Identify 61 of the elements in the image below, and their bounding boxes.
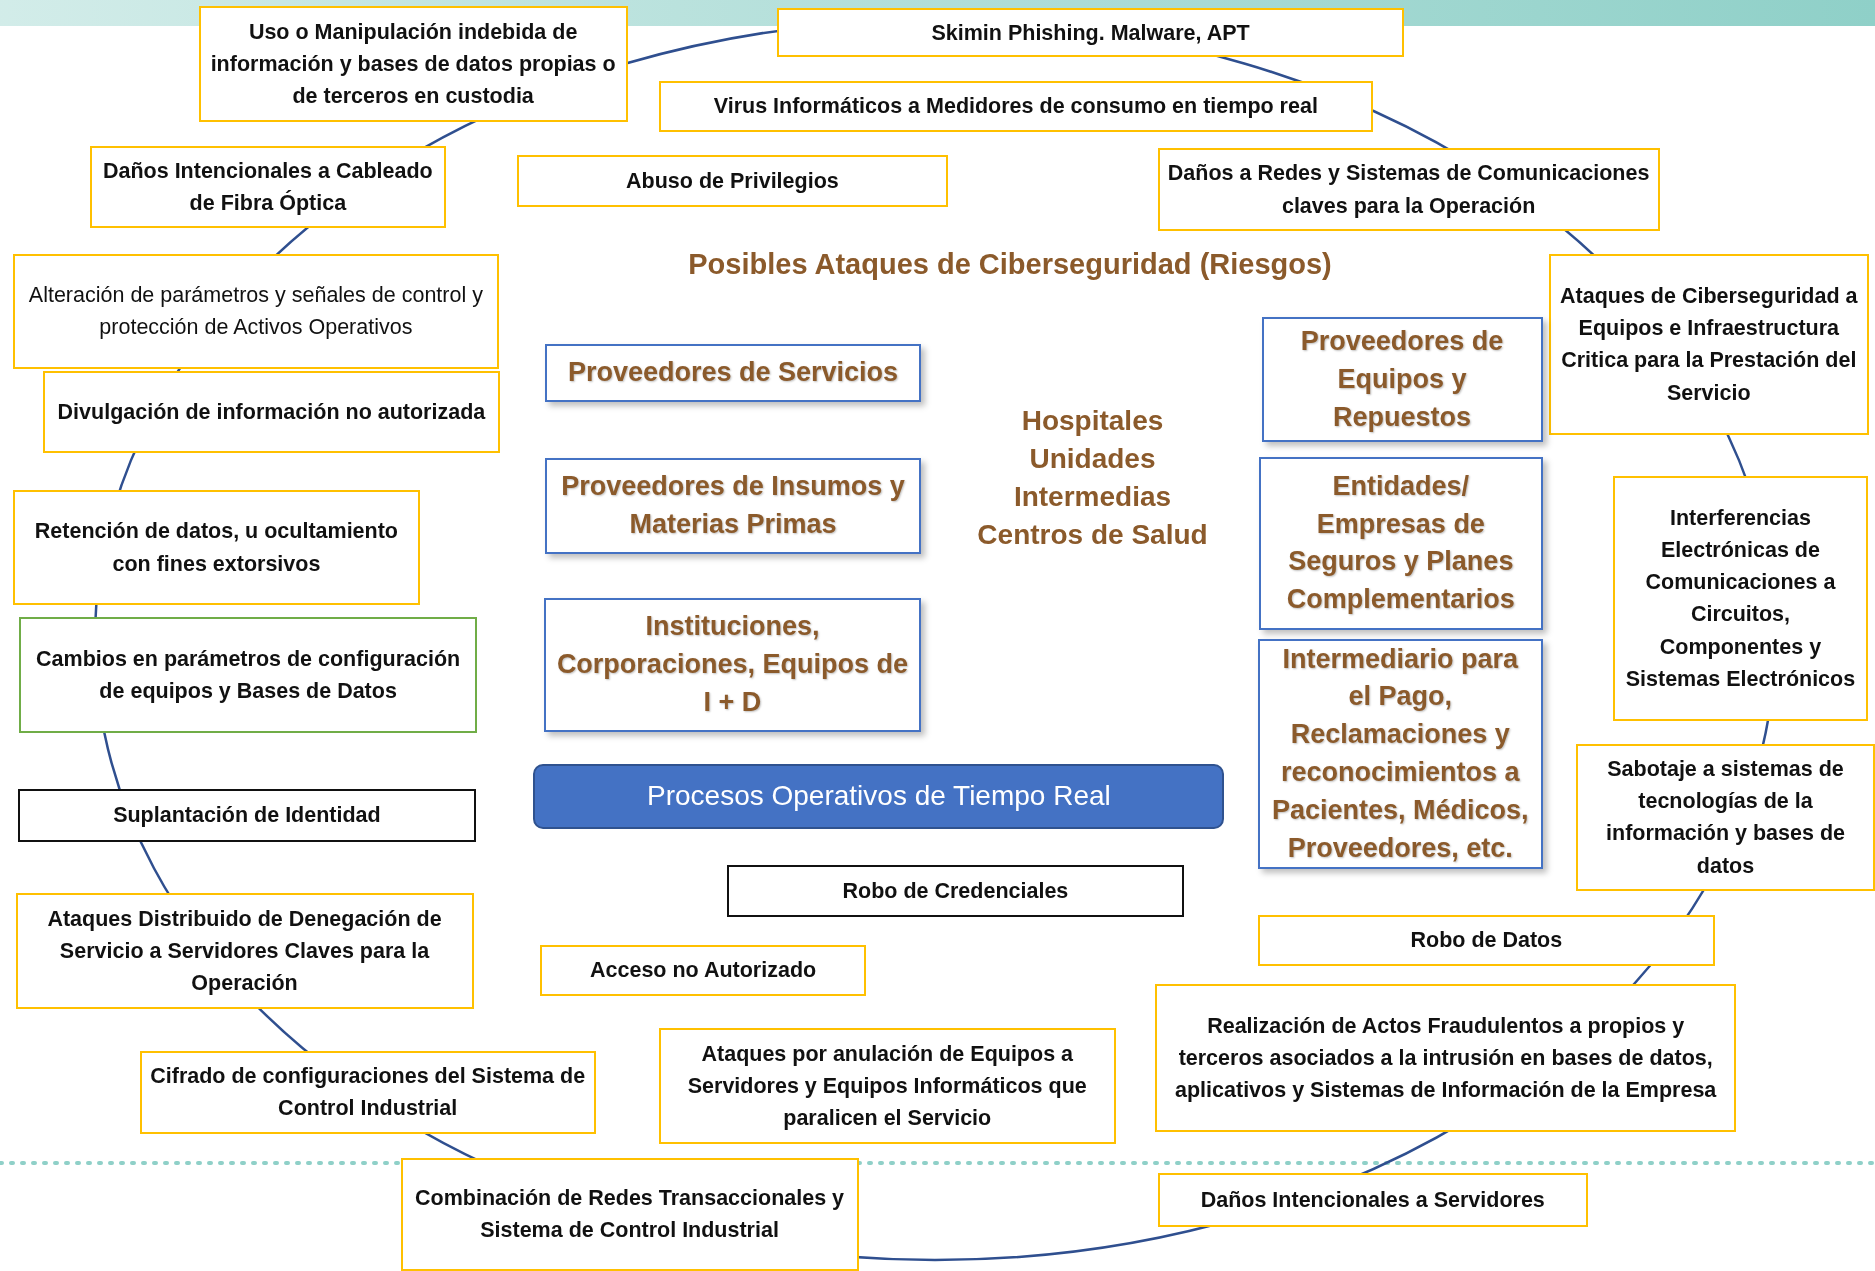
risk-label: Retención de datos, u ocultamiento con fines extorsivos [33, 518, 399, 578]
stakeholder-label: Entidades/ Empresas de Seguros y Planes Complementarios [1285, 469, 1516, 617]
risk-box [15, 893, 474, 1010]
risk-label: Robo de Datos [1410, 927, 1563, 955]
center-label: Hospitales Unidades Intermedias Centros de Salud [976, 404, 1209, 553]
risk-label: Sabotaje a sistemas de tecnologías de la información y bases de datos [1605, 755, 1846, 880]
stakeholder-label: Proveedores de Insumos y Materias Primas [560, 470, 906, 541]
risk-label: Alteración de parámetros y señales de control y protección de Activos Operativos [27, 282, 484, 342]
risk-box [1576, 743, 1875, 891]
stakeholder-label: Instituciones, Corporaciones, Equipos de I + D [555, 610, 909, 719]
risk-label: Skimin Phishing. Malware, APT [931, 19, 1250, 47]
risk-box [43, 370, 500, 454]
risk-label: Acceso no Autorizado [590, 957, 817, 985]
risk-label: Cambios en parámetros de configuración de equipos y Bases de Datos [35, 645, 462, 705]
stakeholder-label: Proveedores de Servicios [567, 356, 899, 390]
risk-box [516, 155, 949, 207]
risk-box [19, 617, 478, 733]
risk-box [777, 8, 1404, 58]
risk-label: Suplantación de Identidad [113, 802, 381, 830]
risk-label: Daños a Redes y Sistemas de Comunicaciones claves para la Operación [1167, 160, 1650, 220]
risk-label: Robo de Credenciales [842, 877, 1069, 905]
stakeholder-box [1261, 316, 1543, 443]
risk-box [1157, 148, 1660, 231]
risk-label: Abuso de Privilegios [626, 168, 839, 195]
risk-box [139, 1051, 596, 1134]
risk-box [658, 1028, 1116, 1145]
stakeholder-box [1259, 456, 1543, 631]
risk-box [1257, 914, 1715, 967]
risk-label: Ataques por anulación de Equipos a Servidores y Equipos Informáticos que paralicen el Servicio [686, 1041, 1088, 1133]
risk-box [1548, 253, 1869, 436]
risk-label: Realización de Actos Fraudulentos a propios y terceros asociados a la intrusión en bases de datos, aplicativos y Sistemas de Información de la Empresa [1174, 1012, 1718, 1105]
risk-box [540, 944, 866, 997]
process-label: Procesos Operativos de Tiempo Real [647, 779, 1111, 814]
risk-box [198, 5, 628, 122]
stakeholder-box [544, 597, 921, 732]
risk-box [13, 253, 499, 370]
risk-box [1613, 475, 1868, 722]
risk-box [89, 145, 446, 229]
risk-box [727, 864, 1184, 918]
risk-label: Uso o Manipulación indebida de información y bases de datos propias o de terceros en custodia [209, 18, 617, 111]
risk-box [1157, 1173, 1588, 1227]
risk-label: Daños Intencionales a Servidores [1200, 1186, 1545, 1214]
stakeholder-box [545, 344, 921, 402]
risk-label: Virus Informáticos a Medidores de consumo en tiempo real [713, 93, 1318, 121]
stakeholder-label: Proveedores de Equipos y Repuestos [1299, 324, 1505, 434]
risk-label: Cifrado de configuraciones del Sistema de Control Industrial [149, 1063, 586, 1123]
risk-box [400, 1157, 859, 1271]
risk-box [17, 789, 476, 842]
risk-box [658, 81, 1373, 132]
risk-label: Interferencias Electrónicas de Comunicaciones a Circuitos, Componentes y Sistemas Electrónicos [1624, 504, 1857, 693]
risk-label: Divulgación de información no autorizada [57, 398, 486, 426]
stakeholder-box [545, 458, 921, 554]
stakeholder-label: Intermediario para el Pago, Reclamaciones y reconocimientos a Pacientes, Médicos, Proveedores, etc. [1270, 642, 1530, 865]
risk-label: Ataques de Ciberseguridad a Equipos e Infraestructura Critica para la Prestación del Servicio [1559, 282, 1859, 407]
risk-box [1155, 984, 1737, 1133]
risk-box [13, 490, 420, 606]
diagram-title: Posibles Ataques de Ciberseguridad (Riesgos) [687, 248, 1333, 281]
process-bar [533, 764, 1225, 829]
risk-label: Ataques Distribuido de Denegación de Servicio a Servidores Claves para la Operación [46, 905, 443, 998]
risk-label: Combinación de Redes Transaccionales y Sistema de Control Industrial [414, 1185, 846, 1245]
risk-label: Daños Intencionales a Cableado de Fibra Óptica [101, 157, 434, 218]
